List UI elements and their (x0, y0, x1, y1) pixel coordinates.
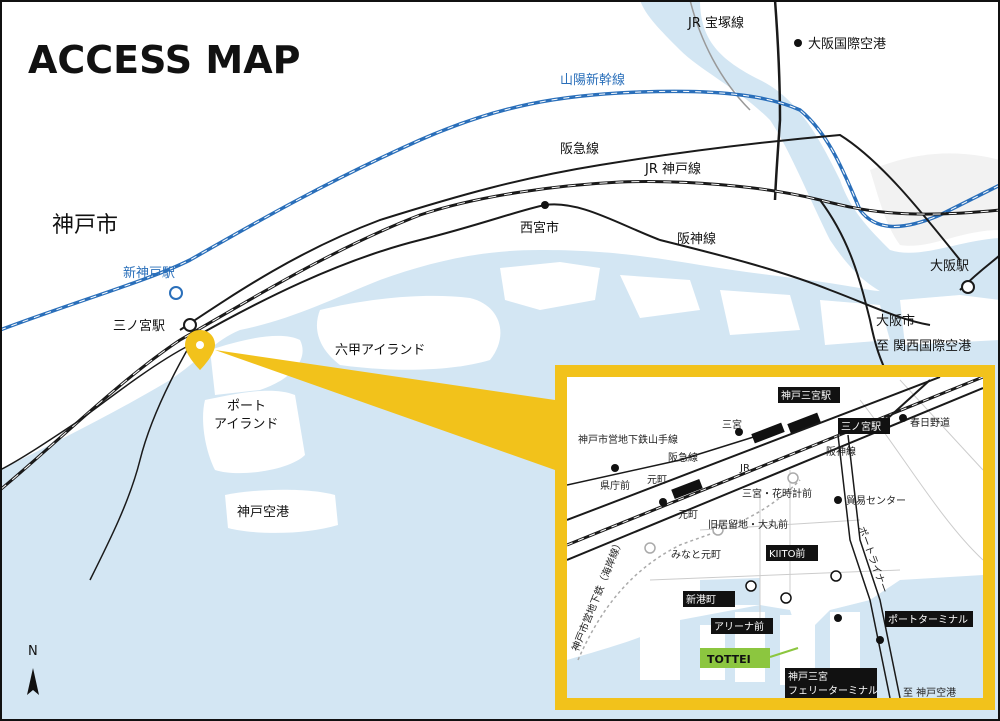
inset-line-jr: JR (739, 463, 750, 474)
line-label-jr-takarazuka: JR 宝塚線 (687, 15, 744, 31)
inset-label-kobe-airport: 至 神戸空港 (903, 686, 956, 699)
north-arrow-icon (27, 668, 39, 695)
inset-label-ferry-2: フェリーターミナル (788, 685, 878, 697)
place-label-port-island-1: ポート (227, 399, 266, 414)
inset-line-yamate: 神戸市営地下鉄山手線 (578, 433, 678, 446)
osaka-station-marker (961, 280, 975, 294)
inset-label-port-terminal: ポートターミナル (888, 614, 968, 626)
city-label-kobe: 神戸市 (52, 213, 118, 238)
callout-beam (215, 350, 555, 470)
line-label-hanshin: 阪神線 (677, 231, 716, 247)
tottei-marker[interactable] (700, 648, 770, 668)
inset-label-minato-motomachi: みなと元町 (671, 549, 721, 561)
sannomiya-station-marker (183, 318, 197, 332)
shin-kobe-station-marker (169, 286, 183, 300)
inset-label-kiito: KIITO前 (769, 547, 805, 560)
place-label-kobe-airport: 神戸空港 (237, 505, 289, 520)
nishinomiya-marker (541, 201, 549, 209)
station-markers (169, 39, 975, 332)
inset-label-arena: アリーナ前 (714, 620, 764, 633)
city-area (870, 153, 1000, 246)
line-label-hankyu: 阪急線 (560, 141, 599, 157)
inset-label-motomachi2: 元町 (678, 510, 698, 521)
place-label-nishinomiya: 西宮市 (520, 220, 559, 236)
inset-label-tottei: TOTTEI (707, 653, 751, 666)
location-pin-icon[interactable] (185, 330, 215, 370)
place-label-port-island-2: アイランド (214, 417, 278, 432)
place-label-osaka-city: 大阪市 (876, 313, 915, 329)
inset-label-kasuga-nomichi: 春日野道 (910, 416, 950, 429)
inset-label-kobe-sannomiya: 神戸三宮駅 (781, 389, 831, 402)
inset-label-kenchomae: 県庁前 (600, 479, 630, 492)
line-label-shinkansen: 山陽新幹線 (560, 72, 625, 88)
inset-label-shinkocho: 新港町 (686, 593, 716, 606)
itami-airport-marker (794, 39, 802, 47)
inset-label-ferry-1: 神戸三宮 (788, 670, 828, 683)
rail-lines (0, 0, 1000, 581)
inset-label-boeki-center: 貿易センター (846, 495, 906, 507)
inset-line-hanshin: 阪神線 (826, 445, 856, 458)
place-label-kansai-airport: 至 関西国際空港 (876, 339, 971, 354)
place-label-osaka-station: 大阪駅 (930, 259, 969, 274)
inset-label-hanadokei: 三宮・花時計前 (742, 487, 812, 500)
page-title: ACCESS MAP (28, 38, 300, 82)
place-label-itami-airport: 大阪国際空港 (808, 37, 886, 52)
place-label-sannomiya: 三ノ宮駅 (113, 318, 165, 334)
inset-label-kyukyoryuchi: 旧居留地・大丸前 (708, 518, 788, 531)
place-label-rokko-island: 六甲アイランド (335, 343, 425, 358)
place-label-shin-kobe: 新神戸駅 (123, 265, 175, 281)
inset-label-motomachi: 元町 (647, 475, 667, 486)
inset-line-hankyu: 阪急線 (668, 451, 698, 464)
inset-map[interactable]: 神戸三宮駅 三ノ宮駅 KIITO前 新港町 アリーナ前 ポートターミナル 神戸三… (555, 365, 995, 710)
north-label: N (28, 644, 38, 659)
line-label-jr-kobe: JR 神戸線 (644, 161, 701, 177)
inset-label-sannomiya-small: 三宮 (722, 418, 742, 431)
inset-label-sannomiya: 三ノ宮駅 (841, 420, 881, 433)
